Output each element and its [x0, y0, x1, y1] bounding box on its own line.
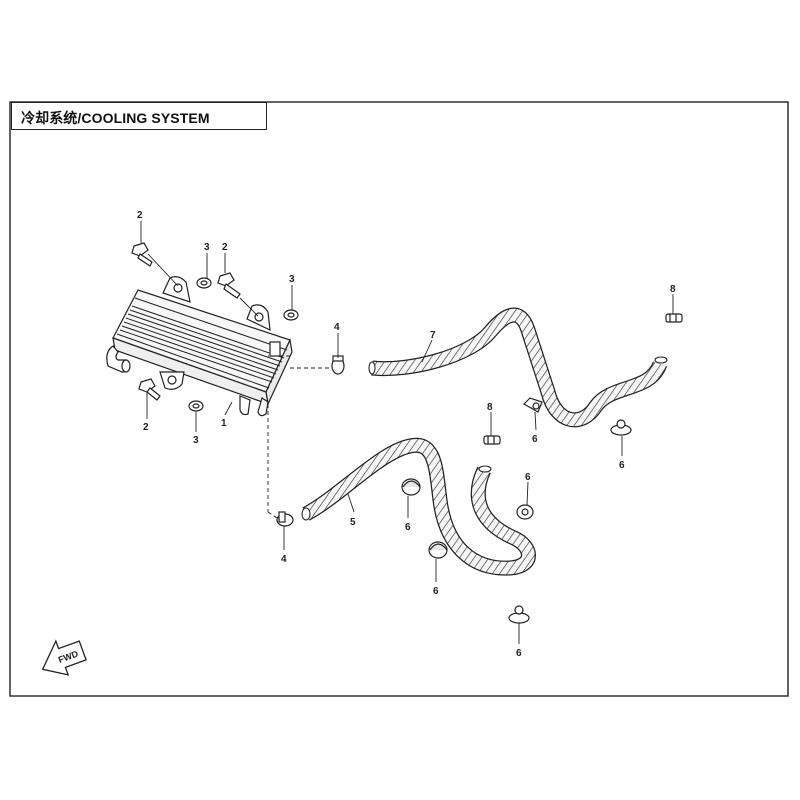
callout-clamp-upper: 4	[334, 322, 340, 333]
callout-clip-upper-right: 6	[619, 460, 625, 471]
callout-fitting-lower: 8	[487, 402, 493, 413]
title-box	[11, 102, 267, 130]
callout-cap-lower-bottom: 6	[433, 586, 439, 597]
clamp-upper	[331, 355, 345, 375]
washer-top-right	[283, 309, 299, 321]
callout-washer-top-right: 3	[289, 274, 295, 285]
washer-top-mid	[196, 277, 212, 289]
callout-radiator: 1	[221, 418, 227, 429]
callout-clip-upper-mid: 6	[532, 434, 538, 445]
leader-lines	[140, 221, 674, 644]
clip-lower-right-top	[516, 504, 534, 520]
cap-lower-left	[401, 478, 421, 496]
clip-upper-mid	[523, 397, 543, 413]
callout-fitting-upper: 8	[670, 284, 676, 295]
radiator	[106, 276, 293, 417]
diagram-border	[9, 101, 789, 697]
page-title: 冷却系统/COOLING SYSTEM	[21, 110, 210, 126]
callout-hose-lower: 5	[350, 517, 356, 528]
fitting-lower	[483, 435, 501, 445]
bolt-bottom-left	[138, 378, 161, 401]
fitting-upper	[665, 313, 683, 323]
clamp-lower	[276, 511, 294, 527]
callout-washer-top-mid: 3	[204, 242, 210, 253]
callout-cap-lower-left: 6	[405, 522, 411, 533]
callout-bolt-top-left: 2	[137, 210, 143, 221]
callout-clip-lower-bottom: 6	[516, 648, 522, 659]
bolt-top-mid	[217, 272, 241, 299]
cap-lower-bottom	[428, 541, 448, 559]
bolt-top-left	[131, 242, 153, 267]
washer-bottom	[188, 400, 204, 412]
callout-hose-upper: 7	[430, 330, 436, 341]
callout-clip-lower-right-top: 6	[525, 472, 531, 483]
callout-bolt-bottom-left: 2	[143, 422, 149, 433]
fwd-arrow-icon: FWD	[41, 639, 87, 676]
callout-washer-bottom: 3	[193, 435, 199, 446]
hose-lower	[301, 437, 536, 576]
clip-upper-right	[610, 419, 632, 436]
clip-lower-bottom	[508, 605, 530, 624]
hose-upper	[368, 307, 668, 428]
callout-clamp-lower: 4	[281, 554, 287, 565]
callout-bolt-top-mid: 2	[222, 242, 228, 253]
